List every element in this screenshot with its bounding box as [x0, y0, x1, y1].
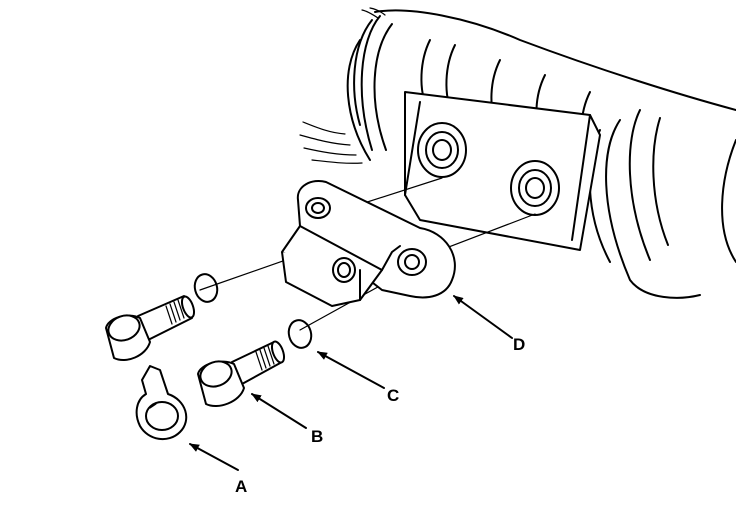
callout-d: D	[513, 335, 525, 354]
port-bracket	[281, 180, 456, 307]
flange-bolt-upper	[105, 295, 196, 361]
housing-hatching	[299, 7, 386, 164]
callout-c: C	[387, 386, 399, 405]
callout-b: B	[311, 427, 323, 446]
flange-bolt-lower	[197, 340, 286, 407]
rack-housing	[299, 7, 736, 299]
o-ring-upper	[193, 273, 219, 303]
lock-tab-washer	[135, 365, 188, 441]
o-ring-lower	[287, 319, 313, 349]
callout-a: A	[235, 477, 247, 496]
leader-b	[251, 393, 307, 429]
leader-a	[189, 443, 239, 471]
housing-port-upper	[417, 122, 467, 178]
leader-d	[453, 295, 513, 339]
callout-leaders	[189, 295, 513, 471]
leader-c	[317, 351, 385, 389]
housing-port-lower	[510, 160, 560, 216]
